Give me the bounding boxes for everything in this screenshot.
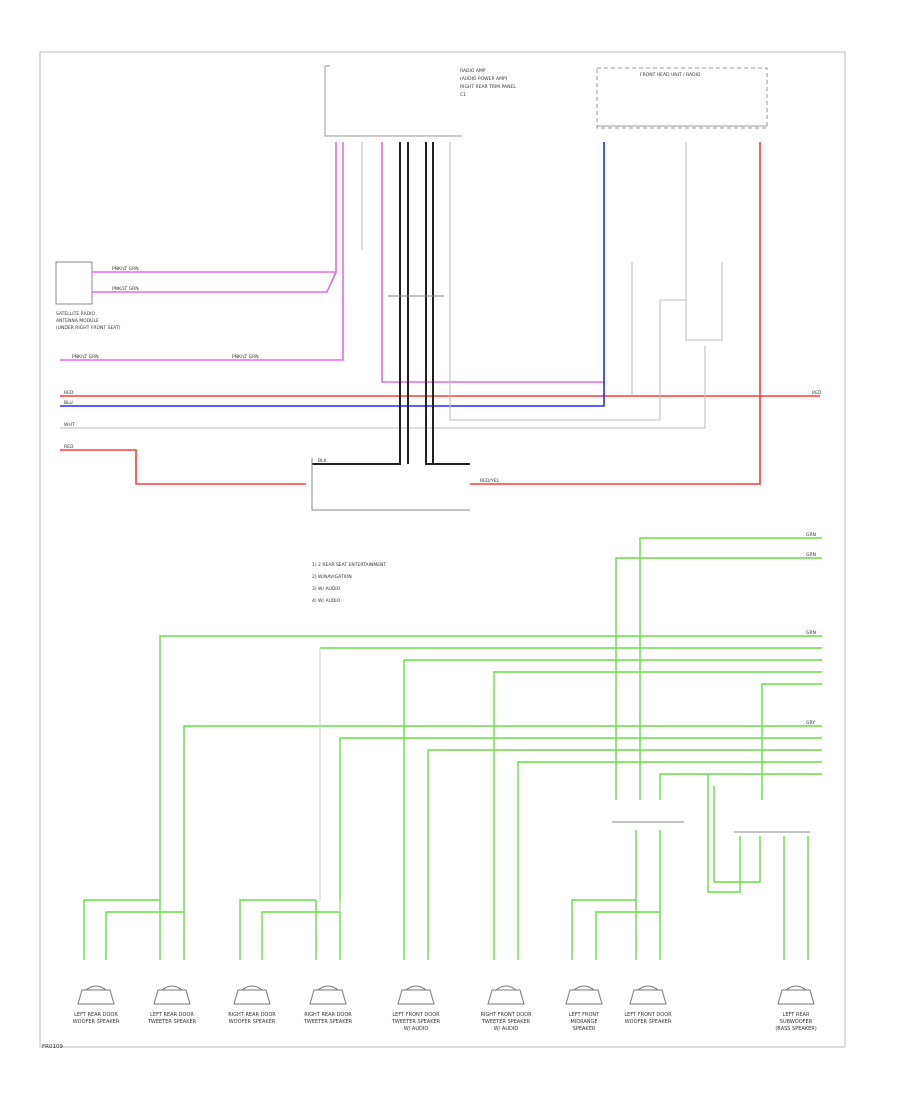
gray-speaker-feed bbox=[319, 648, 341, 912]
blue-wire-label: BLU bbox=[64, 400, 73, 406]
legend-item-1: 1) 2 REAR SEAT ENTERTAINMENT bbox=[312, 562, 386, 568]
svg-text:PNK/LT GRN: PNK/LT GRN bbox=[112, 286, 139, 292]
svg-text:RED/YEL: RED/YEL bbox=[480, 478, 500, 484]
amp-title: RADIO AMP bbox=[460, 68, 486, 74]
speaker-label: RIGHT REAR DOOR bbox=[304, 1012, 352, 1018]
footnote-legend: 1) 2 REAR SEAT ENTERTAINMENT 2) W/NAVIGA… bbox=[312, 562, 386, 604]
speaker-cone bbox=[495, 985, 517, 991]
pink-wire-labels: PNK/LT GRN PNK/LT GRN PNK/LT GRN PNK/LT … bbox=[72, 266, 259, 360]
speaker-label: WOOFER SPEAKER bbox=[625, 1019, 672, 1025]
svg-text:RED: RED bbox=[64, 444, 74, 450]
svg-text:PNK/LT GRN: PNK/LT GRN bbox=[112, 266, 139, 272]
black-wire-bracket bbox=[311, 295, 470, 511]
speaker-cone bbox=[85, 985, 107, 991]
speaker-label: W/ AUDIO bbox=[404, 1026, 429, 1032]
amp-subtitle-1: (AUDIO POWER AMP) bbox=[460, 76, 508, 82]
speaker-cone bbox=[573, 985, 595, 991]
speaker-cone bbox=[317, 985, 339, 991]
speaker-label: WOOFER SPEAKER bbox=[73, 1019, 120, 1025]
bus-labels: GRN GRN GRN GRY bbox=[806, 532, 816, 726]
green-wires bbox=[83, 537, 822, 960]
legend-item-3: 3) W/ AUDIO bbox=[312, 586, 341, 592]
svg-text:PNK/LT GRN: PNK/LT GRN bbox=[232, 354, 259, 360]
red-wires bbox=[60, 142, 820, 485]
speaker-cone bbox=[785, 985, 807, 991]
red-wire-label: RED bbox=[64, 390, 74, 396]
white-wire-label: WHT bbox=[64, 422, 75, 428]
speaker-cone bbox=[637, 985, 659, 991]
speaker-label: TWEETER SPEAKER bbox=[391, 1019, 441, 1025]
satellite-antenna-module: SATELLITE RADIO ANTENNA MODULE (UNDER RI… bbox=[55, 261, 121, 331]
speaker-cone bbox=[405, 985, 427, 991]
speaker-icon bbox=[397, 989, 435, 1005]
diagram-frame bbox=[39, 51, 846, 1048]
speaker-label: RIGHT FRONT DOOR bbox=[480, 1012, 532, 1018]
speaker-label: LEFT REAR DOOR bbox=[150, 1012, 194, 1018]
speaker-label: LEFT FRONT DOOR bbox=[624, 1012, 672, 1018]
head-unit-title: FRONT HEAD UNIT / RADIO bbox=[640, 72, 701, 78]
speaker-label: WOOFER SPEAKER bbox=[229, 1019, 276, 1025]
footer-code: FR0109 bbox=[42, 1044, 63, 1050]
black-wire-label: BLK bbox=[318, 458, 328, 464]
speaker-label: LEFT FRONT bbox=[569, 1012, 600, 1018]
speaker-label: W/ AUDIO bbox=[494, 1026, 519, 1032]
module-caption-2: ANTENNA MODULE bbox=[56, 318, 99, 324]
gray-wires bbox=[60, 142, 723, 429]
speaker-icon bbox=[565, 989, 603, 1005]
speaker-connectors bbox=[612, 821, 810, 833]
speaker-label: TWEETER SPEAKER bbox=[303, 1019, 353, 1025]
amp-subtitle-2: RIGHT REAR TRIM PANEL bbox=[460, 84, 516, 90]
svg-text:GRN: GRN bbox=[806, 532, 816, 538]
blue-wire bbox=[60, 142, 605, 407]
speaker-icon bbox=[309, 989, 347, 1005]
legend-item-4: 4) W/ AUDIO bbox=[312, 598, 341, 604]
speaker-icon bbox=[777, 989, 815, 1005]
speaker-icon bbox=[77, 989, 115, 1005]
amp-connector-code: C1 bbox=[460, 92, 466, 98]
speaker-cone bbox=[161, 985, 183, 991]
svg-text:GRY: GRY bbox=[806, 720, 815, 726]
svg-text:GRN: GRN bbox=[806, 630, 816, 636]
svg-text:GRN: GRN bbox=[806, 552, 816, 558]
legend-item-2: 2) W/NAVIGATION bbox=[312, 574, 352, 580]
amplifier-connector: RADIO AMP (AUDIO POWER AMP) RIGHT REAR T… bbox=[324, 65, 516, 137]
module-caption-1: SATELLITE RADIO bbox=[56, 311, 95, 317]
speaker-icon bbox=[153, 989, 191, 1005]
speaker-label: SPEAKER bbox=[573, 1026, 596, 1032]
black-wires bbox=[312, 142, 470, 465]
speaker-label: (BASS SPEAKER) bbox=[775, 1026, 816, 1032]
speaker-icon bbox=[233, 989, 271, 1005]
speaker-label: TWEETER SPEAKER bbox=[147, 1019, 197, 1025]
speaker-cone bbox=[241, 985, 263, 991]
speaker-icon bbox=[629, 989, 667, 1005]
speaker-label: LEFT REAR bbox=[783, 1012, 810, 1018]
pink-wires bbox=[60, 142, 605, 383]
speaker-icon bbox=[487, 989, 525, 1005]
svg-text:RED: RED bbox=[812, 390, 822, 396]
speaker-label: MIDRANGE bbox=[570, 1019, 597, 1025]
speaker-label: LEFT FRONT DOOR bbox=[392, 1012, 440, 1018]
speaker-label: TWEETER SPEAKER bbox=[481, 1019, 531, 1025]
speaker-label: SUBWOOFER bbox=[780, 1019, 813, 1025]
speaker-label: LEFT REAR DOOR bbox=[74, 1012, 118, 1018]
module-caption-3: (UNDER RIGHT FRONT SEAT) bbox=[56, 325, 121, 331]
head-unit-connector: FRONT HEAD UNIT / RADIO bbox=[596, 67, 768, 129]
svg-text:PNK/LT GRN: PNK/LT GRN bbox=[72, 354, 99, 360]
speaker-label: RIGHT REAR DOOR bbox=[228, 1012, 276, 1018]
